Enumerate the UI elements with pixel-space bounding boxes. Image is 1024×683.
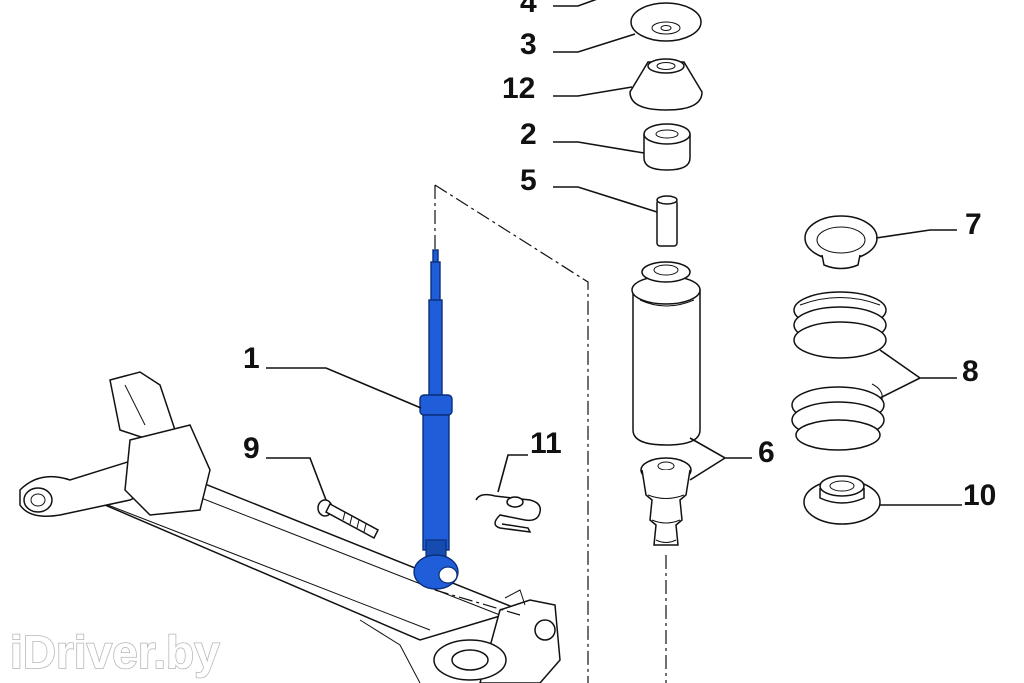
callout-4: 4 <box>520 0 537 19</box>
coil-spring-part-8-upper <box>793 291 887 359</box>
callout-8: 8 <box>962 355 979 388</box>
washer-part-3 <box>630 2 702 42</box>
clip-part-11 <box>475 493 542 533</box>
shock-absorber-part-1 <box>413 249 459 590</box>
assembly-guide-lines <box>434 184 667 683</box>
callout-2: 2 <box>520 118 537 151</box>
spring-seat-part-7 <box>804 215 878 270</box>
lower-seat-part-10 <box>803 475 881 525</box>
watermark-text: iDriver.by <box>10 626 220 678</box>
callout-3: 3 <box>520 28 537 61</box>
bolt-part-9 <box>317 499 379 540</box>
rear-axle-beam <box>19 371 561 683</box>
bump-stop-part-6 <box>640 457 692 546</box>
callout-7: 7 <box>965 208 982 241</box>
spacer-tube-part-5 <box>656 195 678 247</box>
callout-5: 5 <box>520 164 537 197</box>
dust-boot-part-6 <box>631 261 701 446</box>
callout-12: 12 <box>502 72 535 105</box>
callout-6: 6 <box>758 436 775 469</box>
leader-lines <box>266 0 962 506</box>
cylinder-bushing-part-2 <box>643 123 691 171</box>
callout-11: 11 <box>530 427 562 460</box>
coil-spring-part-8-lower <box>791 383 885 451</box>
callout-9: 9 <box>243 432 260 465</box>
cone-bushing-part-12 <box>629 58 703 111</box>
callout-numbers: 4 3 12 2 5 7 1 8 9 11 6 10 <box>243 0 996 512</box>
callout-1: 1 <box>243 342 260 375</box>
callout-10: 10 <box>963 479 996 512</box>
